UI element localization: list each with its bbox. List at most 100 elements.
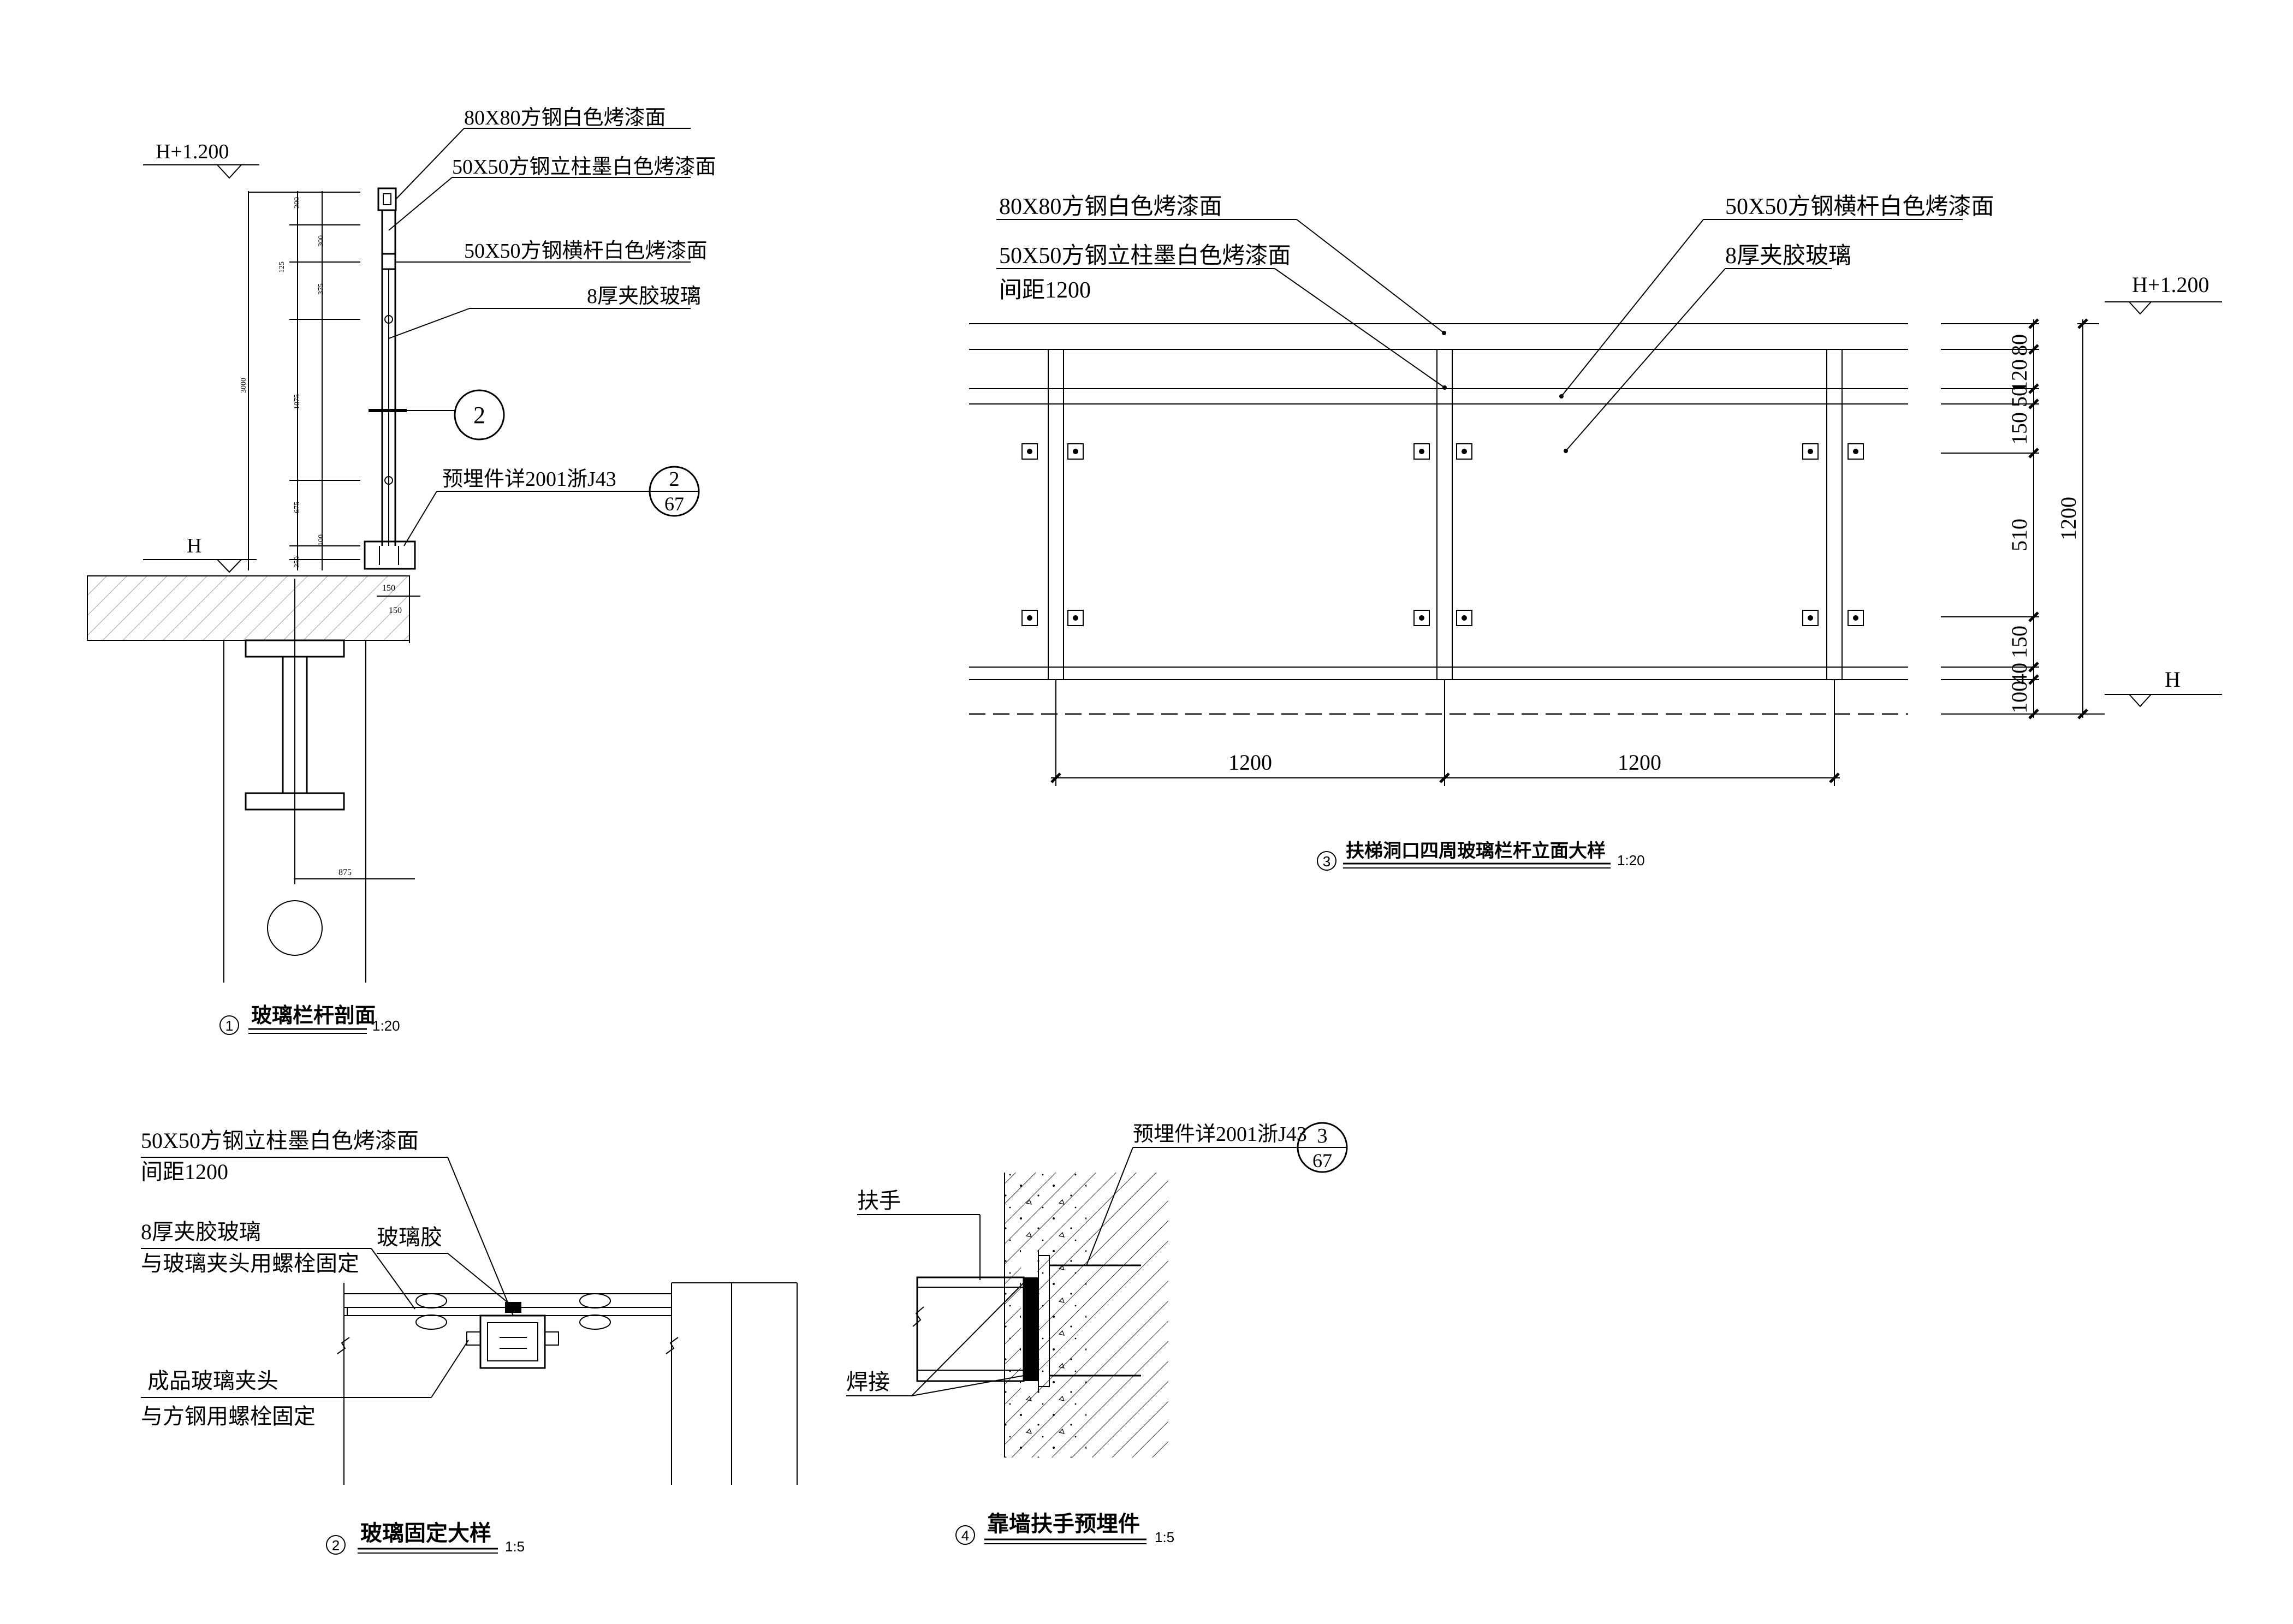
callout-d3-rail: 50X50方钢横杆白色烤漆面	[1725, 194, 1994, 219]
dim-d1-base-1: 150	[389, 606, 402, 615]
rails-d3	[969, 323, 1908, 715]
detail-number-d2: 2	[332, 1537, 340, 1554]
level-top-label-d3: H+1.200	[2132, 272, 2209, 297]
title-block-d3: 3 扶梯洞口四周玻璃栏杆立面大样 1:20	[1317, 841, 1645, 871]
callout-d2-glass-2: 与玻璃夹头用螺栓固定	[141, 1251, 359, 1276]
clamp	[1413, 443, 1430, 460]
detail-scale-d4: 1:5	[1155, 1529, 1174, 1545]
callouts-d3: 80X80方钢白色烤漆面 50X50方钢立柱墨白色烤漆面 间距1200 50X5…	[996, 194, 1994, 453]
detail-scale-d3: 1:20	[1617, 852, 1645, 868]
dim-d1-tiny-0: 125	[278, 261, 286, 273]
bolt-head	[579, 1293, 611, 1330]
clamp-bolt	[384, 315, 393, 324]
detail-3-elevation: 80X80方钢白色烤漆面 50X50方钢立柱墨白色烤漆面 间距1200 50X5…	[969, 194, 2222, 871]
clamp	[1802, 610, 1819, 626]
glass-clamps-d3	[1021, 443, 1864, 626]
label-weld-d4: 焊接	[846, 1370, 890, 1394]
callout-d2-glue: 玻璃胶	[377, 1225, 442, 1250]
callout-d1-1: 50X50方钢立柱墨白色烤漆面	[452, 156, 716, 179]
base-plate	[364, 540, 416, 570]
post-middle	[1436, 349, 1453, 680]
detail-ref-bubble-d1: 2 67	[649, 466, 700, 517]
callout-d3-post-1: 50X50方钢立柱墨白色烤漆面	[999, 243, 1291, 269]
detail-title-d1: 玻璃栏杆剖面	[251, 1004, 376, 1027]
callout-d3-glass: 8厚夹胶玻璃	[1725, 243, 1851, 269]
detail-title-d3: 扶梯洞口四周玻璃栏杆立面大样	[1346, 841, 1606, 861]
glass-glue	[505, 1302, 521, 1313]
clamp	[1067, 443, 1084, 460]
pipe-section	[267, 900, 323, 956]
level-mark-base-d1: H	[143, 534, 257, 573]
steel-post-section	[479, 1314, 546, 1369]
callout-d2-clamp-1: 成品玻璃夹头	[147, 1369, 278, 1393]
title-block-d4: 4 靠墙扶手预埋件 1:5	[955, 1512, 1174, 1545]
dim-d3-right-4: 510	[2007, 519, 2031, 551]
dim-d3-right-6: 40	[2007, 663, 2031, 685]
dim-d3-right-1: 120	[2007, 359, 2031, 392]
embed-note-d4: 预埋件详2001浙J43	[1133, 1123, 1307, 1146]
dim-d3-bottom-1: 1200	[1618, 750, 1661, 775]
dim-d3-right-2: 50	[2007, 385, 2031, 407]
dim-d1-base-0: 150	[382, 584, 395, 593]
detail-number-d1: 1	[225, 1018, 233, 1034]
ref-num-d1: 2	[669, 468, 680, 491]
callout-d2-glass-1: 8厚夹胶玻璃	[141, 1220, 261, 1244]
dim-d3-right-0: 80	[2007, 334, 2031, 356]
clamp	[1848, 610, 1864, 626]
section-mark-d1: 2	[407, 389, 505, 441]
dim-d1-tiny-1: 3000	[240, 378, 248, 393]
detail-number-d3: 3	[1323, 853, 1330, 870]
clamp	[1413, 610, 1430, 626]
slab-d1: 875 150 150	[87, 575, 420, 983]
callout-d1-3: 8厚夹胶玻璃	[587, 285, 701, 308]
clamp	[1067, 610, 1084, 626]
dim-d3-right-7: 100	[2007, 681, 2031, 713]
dim-d1-2: 375	[317, 283, 325, 295]
dim-d1-6: 250	[293, 556, 301, 568]
callout-d2-post-2: 间距1200	[141, 1159, 228, 1184]
callout-d2-post-1: 50X50方钢立柱墨白色烤漆面	[141, 1128, 419, 1153]
dim-d1-bottom: 875	[338, 868, 352, 877]
post-right	[1826, 349, 1843, 680]
dim-d3-bottom-0: 1200	[1228, 750, 1272, 775]
level-mark-top-d1: H+1.200	[143, 140, 259, 179]
detail-title-d4: 靠墙扶手预埋件	[987, 1512, 1140, 1536]
level-top-label: H+1.200	[156, 140, 229, 163]
dim-d1-0: 200	[293, 197, 301, 209]
dim-d3-total: 1200	[2056, 497, 2081, 540]
dim-d1-5: 100	[317, 534, 325, 546]
detail-4-handrail-embed: 扶手 焊接 预埋件详2001浙J43 3 67 4 靠墙扶手预埋件 1:5	[846, 1122, 1348, 1545]
detail-number-d4: 4	[961, 1527, 969, 1544]
section-mark-number: 2	[473, 402, 485, 429]
post-left	[1048, 349, 1064, 680]
clamp	[1802, 443, 1819, 460]
title-block-d1: 1 玻璃栏杆剖面 1:20	[219, 1004, 400, 1035]
clamp	[1848, 443, 1864, 460]
detail-title-d2: 玻璃固定大样	[360, 1521, 491, 1545]
detail-ref-bubble-d4: 3 67	[1297, 1122, 1348, 1173]
posts-d3	[1048, 349, 1843, 786]
clamp	[1456, 610, 1472, 626]
dimensions-right-d3: 80 120 50 150 510 150 40 100 1200	[1941, 318, 2105, 719]
callout-d2-clamp-2: 与方钢用螺栓固定	[141, 1404, 316, 1429]
callouts-d2: 50X50方钢立柱墨白色烤漆面 间距1200 8厚夹胶玻璃 与玻璃夹头用螺栓固定…	[141, 1128, 514, 1429]
level-marks-d3: H+1.200 H	[2105, 272, 2222, 707]
clamp	[1456, 443, 1472, 460]
dim-d3-right-5: 150	[2007, 626, 2031, 658]
embed-note-d1: 预埋件详2001浙J43	[442, 468, 616, 491]
level-base-label: H	[187, 534, 201, 557]
callout-d3-top: 80X80方钢白色烤漆面	[999, 194, 1222, 219]
level-base-label-d3: H	[2165, 667, 2181, 692]
ref-den-d4: 67	[1312, 1150, 1332, 1171]
dimensions-bottom-d3: 1200 1200	[1050, 750, 1840, 783]
label-handrail-d4: 扶手	[857, 1188, 901, 1213]
detail-scale-d2: 1:5	[505, 1538, 525, 1555]
dim-d3-right-3: 150	[2007, 412, 2031, 445]
ref-den-d1: 67	[664, 493, 684, 515]
detail-scale-d1: 1:20	[372, 1018, 400, 1034]
clamp-plate	[466, 1331, 481, 1346]
mid-rail-section	[381, 253, 396, 270]
callout-d1-0: 80X80方钢白色烤漆面	[464, 106, 666, 129]
bolt-head	[415, 1293, 447, 1330]
